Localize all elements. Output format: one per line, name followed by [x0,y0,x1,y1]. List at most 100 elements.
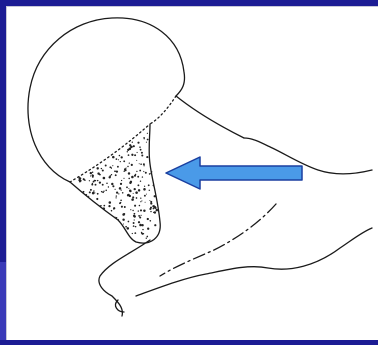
stipple-dot [141,154,143,156]
stipple-dot [143,163,145,165]
stipple-dot [123,160,125,162]
stipple-dot [99,205,101,207]
stipple-dot [151,171,153,173]
stipple-dot [111,174,112,175]
stipple-dot [141,232,142,233]
stipple-dot [111,210,113,212]
neck-lower-contour [99,240,150,316]
stipple-dot [131,176,134,179]
stipple-dot [111,168,112,169]
stipple-dot [122,192,124,194]
stipple-dot [144,195,146,197]
stipple-dot [143,165,144,166]
stipple-dot [119,155,121,157]
stipple-dot [131,154,133,156]
stipple-dot [109,201,112,204]
stipple-dot [101,168,102,169]
stipple-dot [120,161,121,162]
stipple-dot [150,173,151,174]
stipple-dot [108,205,110,207]
stipple-dot [147,218,149,220]
stipple-dot [92,192,95,195]
stipple-dot [137,142,139,144]
stipple-dot [144,138,145,139]
stipple-dot [89,191,91,193]
stipple-dot [89,180,90,181]
stipple-dot [116,195,117,196]
stipple-dot [137,176,139,178]
physis-dotted-line [150,96,176,124]
stipple-dot [148,184,150,186]
stipple-dot [94,192,95,193]
femoral-head-outline [28,18,185,182]
stipple-dot [149,173,151,175]
stipple-dot [125,226,127,228]
stipple-dot [150,211,151,212]
stipple-dot [153,212,154,213]
stipple-dot [127,149,129,151]
stipple-dot [93,190,95,192]
stipple-dot [132,196,134,198]
stipple-dot [118,219,119,220]
stipple-dot [131,198,134,201]
stipple-dot [80,180,82,182]
growth-plate-dotted-line [70,124,150,182]
stipple-dot [136,197,138,199]
pointer-arrow [166,157,302,189]
stipple-dot [111,183,113,185]
stipple-dot [131,164,133,166]
stipple-dot [145,202,146,203]
stipple-dot [150,207,152,209]
stipple-dot [135,226,137,228]
stipple-dot [140,215,141,216]
stipple-dot [85,194,87,196]
stipple-dot [90,172,92,174]
stipple-dot [134,205,136,207]
stipple-dot [130,209,131,210]
stipple-dot [149,200,150,201]
stipple-dot [144,186,145,187]
stipple-dot [134,219,135,220]
stipple-dot [140,181,141,182]
stipple-dot [139,163,140,164]
stipple-dot [96,167,98,169]
stipple-dot [108,186,109,187]
stipple-dot [134,154,136,156]
stipple-dot [123,223,124,224]
stipple-dot [139,205,141,207]
stipple-dot [129,162,130,163]
stipple-dot [154,195,156,197]
stipple-dot [114,217,116,219]
stipple-dot [133,222,135,224]
stipple-dot [96,198,98,200]
stipple-dot [105,190,107,192]
stipple-dot [140,149,142,151]
stipple-dot [141,224,143,226]
stipple-dot [133,225,135,227]
stipple-dot [150,203,152,205]
stipple-dot [145,172,147,174]
stipple-dot [116,217,118,219]
stipple-dot [115,174,117,176]
stipple-dot [120,183,122,185]
stipple-dot [102,169,104,171]
stipple-dot [78,177,80,179]
stipple-dot [134,232,136,234]
stipple-dot [112,185,114,187]
stipple-dot [154,224,156,226]
stipple-dot [128,188,129,189]
stipple-dot [139,170,141,172]
lesion-stippling [78,133,158,239]
stipple-dot [92,176,94,178]
stipple-dot [121,156,123,158]
stipple-dot [138,189,140,191]
stipple-dot [132,142,133,143]
inner-dashed-contour [160,204,276,276]
stipple-dot [105,165,107,167]
stipple-dot [134,188,136,190]
stipple-dot [127,227,130,230]
stipple-dot [127,194,129,196]
stipple-dot [135,174,136,175]
stipple-dot [156,209,159,212]
stipple-dot [141,200,142,201]
